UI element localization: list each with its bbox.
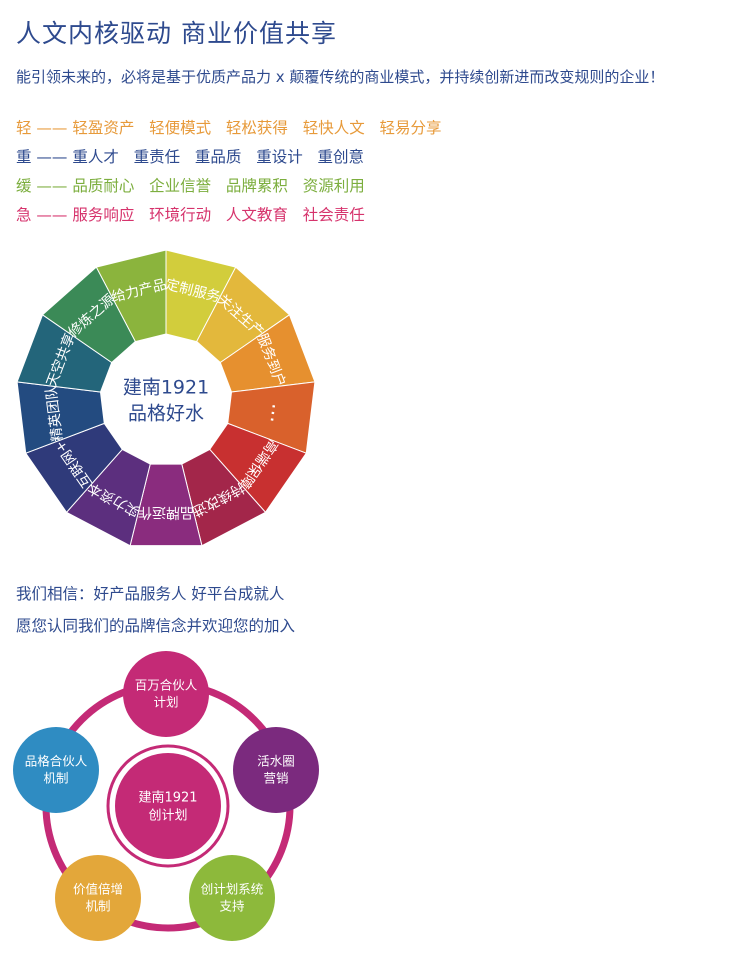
- network-center-label: 创计划: [148, 809, 187, 824]
- network-node: [233, 727, 319, 813]
- network-node-label: 活水圈: [257, 754, 295, 769]
- network-node-label: 支持: [219, 899, 244, 914]
- network-node-label: 计划: [153, 695, 178, 710]
- principle-light: 轻 —— 轻盈资产 轻便模式 轻松获得 轻快人文 轻易分享: [16, 119, 442, 137]
- network-node-label: 营销: [263, 771, 288, 786]
- network-node: [55, 855, 141, 941]
- wheel-center-label: 品格好水: [128, 403, 204, 425]
- network-node: [189, 855, 275, 941]
- network-node: [13, 727, 99, 813]
- network-node-label: 价值倍增: [73, 882, 123, 897]
- network-node-label: 创计划系统: [201, 882, 264, 897]
- wheel-center-label: 建南1921: [123, 377, 209, 399]
- belief-line-2: 愿您认同我们的品牌信念并欢迎您的加入: [16, 617, 296, 635]
- value-wheel: 给力产品定制服务关注生产服务到户…高端保障持续改进品牌运作实力资本互联网+精英团…: [16, 249, 316, 547]
- network-center-label: 建南1921: [138, 790, 197, 806]
- network-center: [115, 753, 221, 859]
- network-node-label: 机制: [85, 899, 110, 914]
- principle-heavy: 重 —— 重人才 重责任 重品质 重设计 重创意: [16, 148, 364, 166]
- network-node-label: 百万合伙人: [135, 678, 198, 693]
- principle-urgent: 急 —— 服务响应 环境行动 人文教育 社会责任: [16, 206, 365, 224]
- belief-line-1: 我们相信：好产品服务人 好平台成就人: [16, 585, 285, 603]
- network-node: [123, 651, 209, 737]
- network-node-label: 机制: [43, 771, 68, 786]
- page-title: 人文内核驱动 商业价值共享: [16, 19, 337, 48]
- wheel-segment-label: 品牌运作: [138, 504, 194, 521]
- network-center-outline: [106, 744, 230, 868]
- network-node-label: 品格合伙人: [25, 754, 88, 769]
- page-subtitle: 能引领未来的，必将是基于优质产品力 x 颠覆传统的商业模式，并持续创新进而改变规…: [16, 68, 665, 86]
- wheel-hub: [102, 336, 230, 464]
- wheel-segment-label: …: [266, 402, 292, 425]
- wheel-segment: [41, 266, 136, 364]
- wheel-segment-label: 精英团队: [43, 385, 67, 443]
- principle-slow: 缓 —— 品质耐心 企业信誉 品牌累积 资源利用: [16, 177, 365, 195]
